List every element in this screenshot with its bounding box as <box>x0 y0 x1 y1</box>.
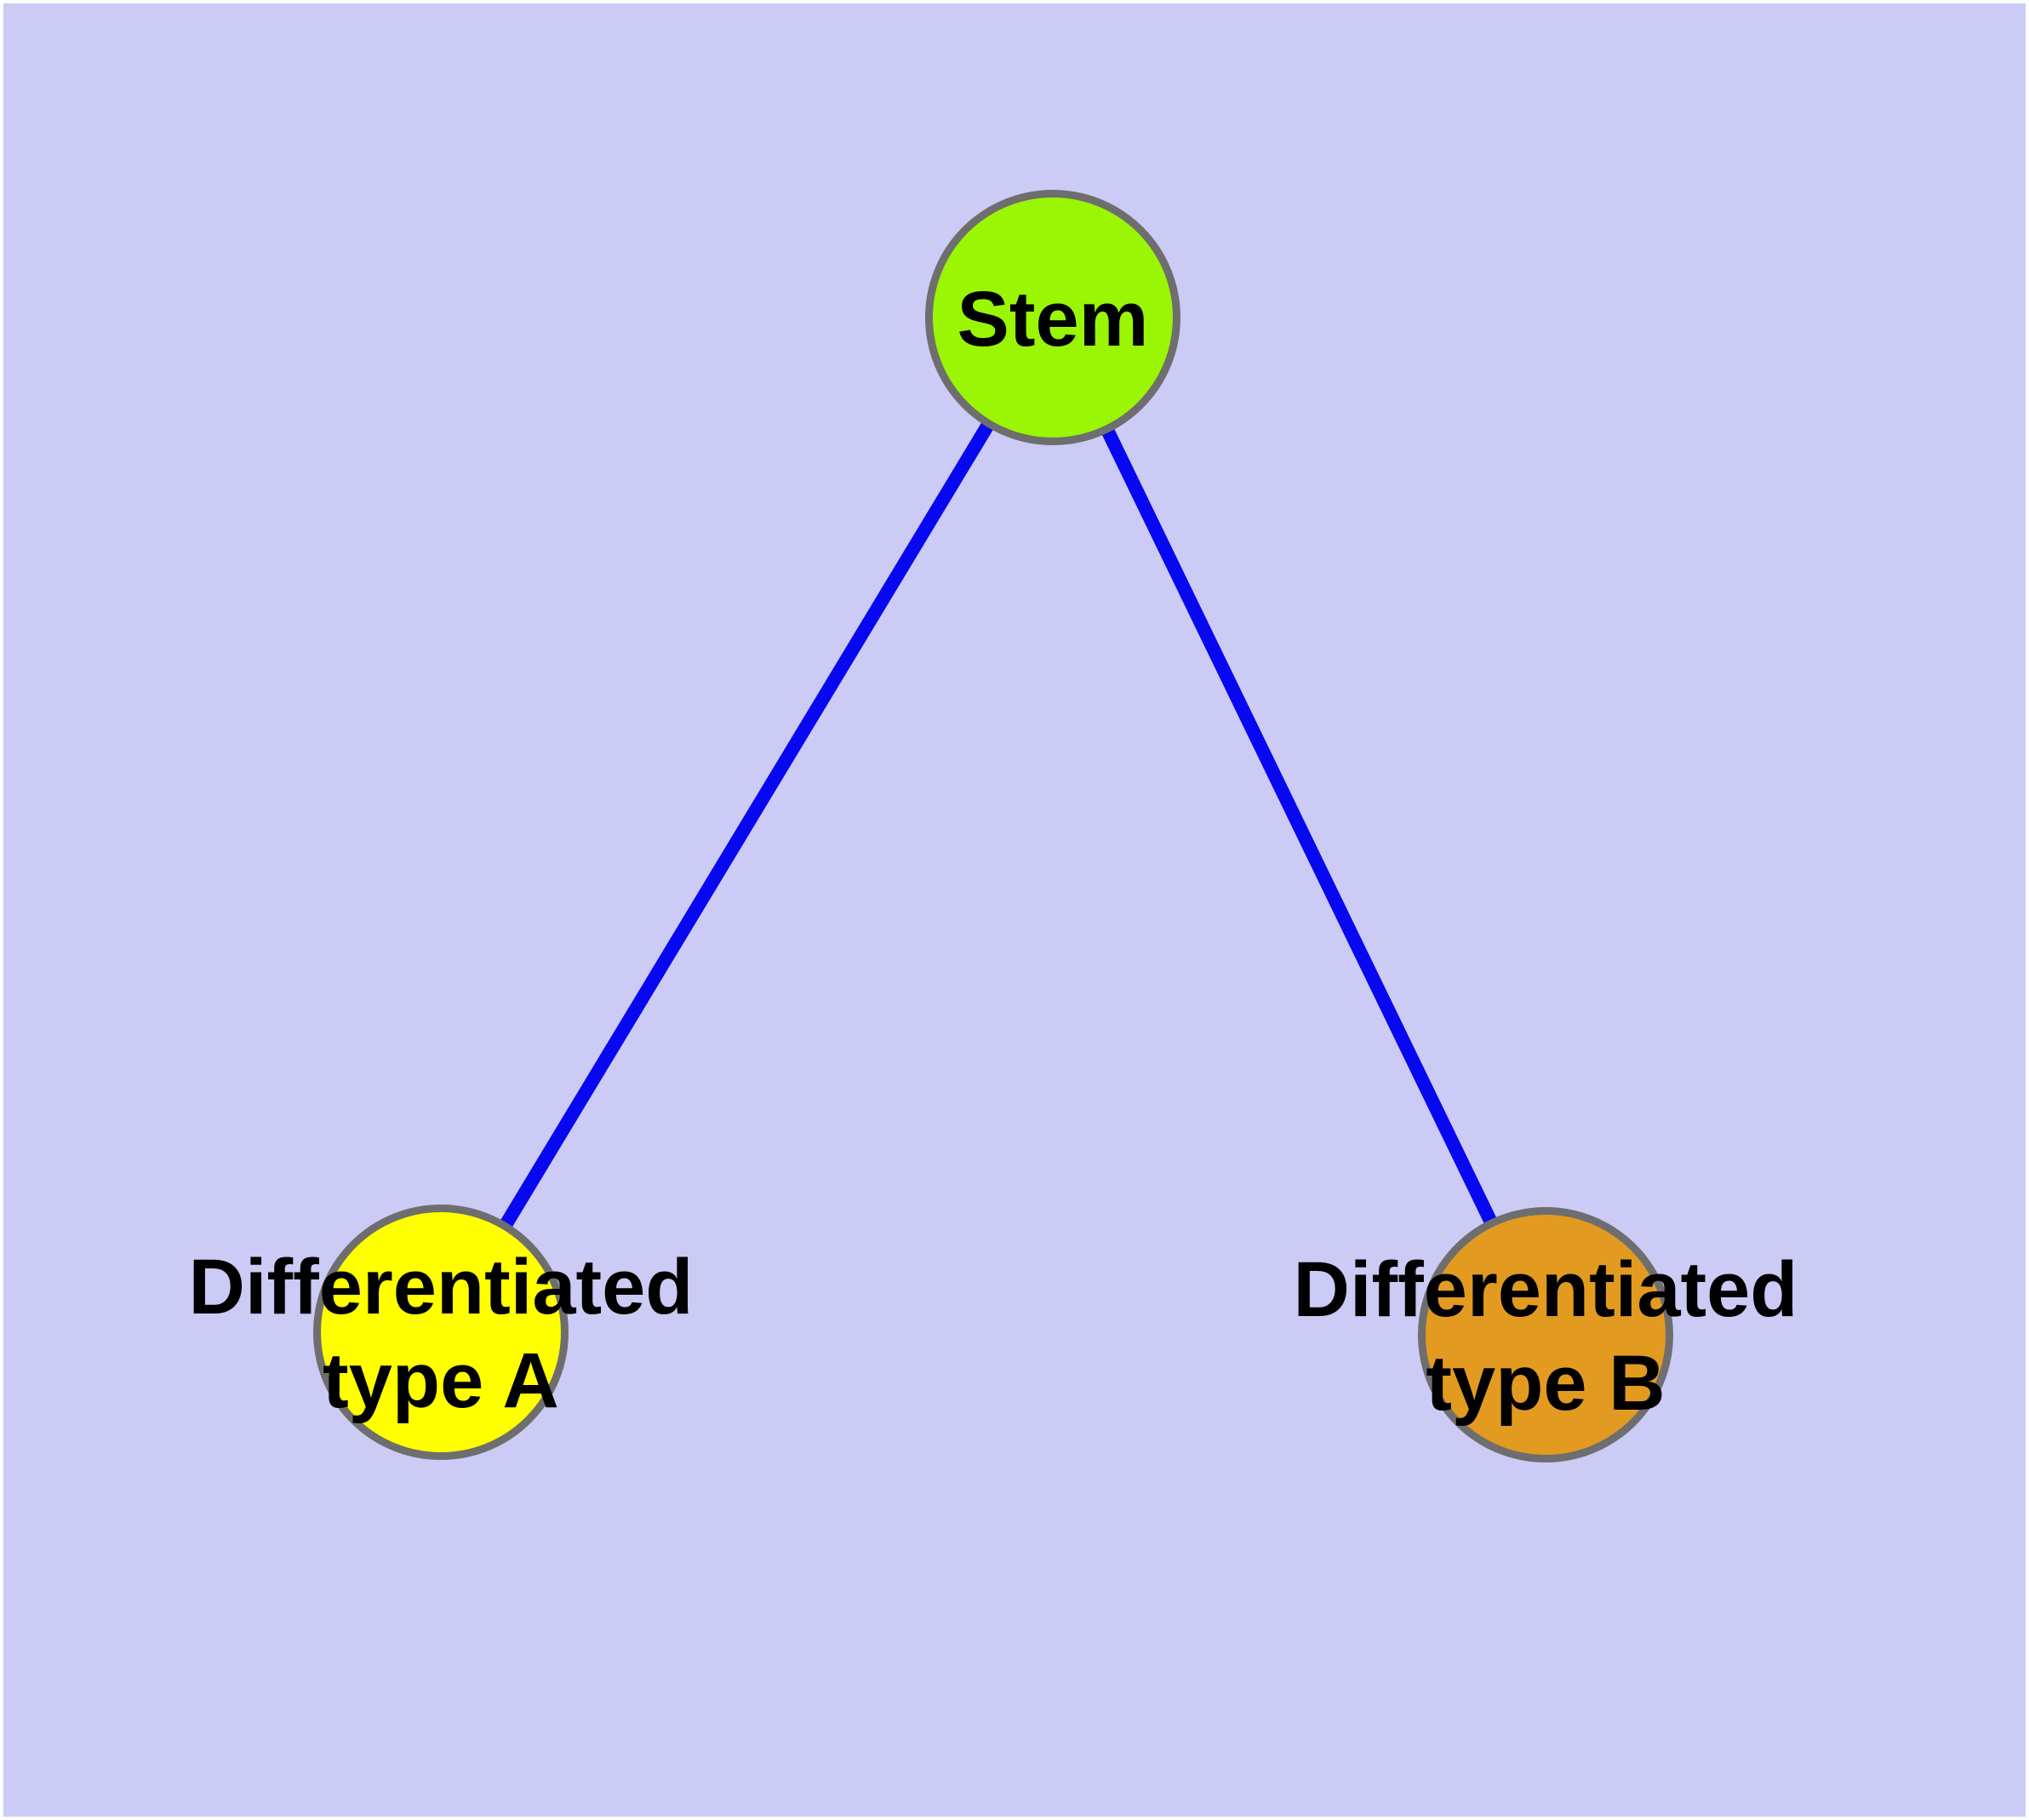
node-stem-circle <box>925 190 1180 445</box>
node-differentiated-type-b-label-line-1: Differentiated <box>1294 1246 1798 1333</box>
node-differentiated-type-a-label-line-1: Differentiated <box>189 1244 694 1331</box>
node-differentiated-type-a-label-line-2: type A <box>323 1337 559 1424</box>
node-stem-label-line-1: Stem <box>957 276 1149 363</box>
edges-layer <box>435 313 1552 1338</box>
edge-stem-to-differentiated-type-b <box>1046 314 1552 1338</box>
node-differentiated-type-b-label-line-2: type B <box>1426 1340 1665 1427</box>
node-stem-label: Stem <box>957 276 1149 363</box>
node-differentiated-type-a-circle <box>313 1205 569 1460</box>
node-differentiated-type-b-circle <box>1418 1207 1673 1462</box>
edge-stem-to-differentiated-type-a <box>435 313 1059 1336</box>
nodes-layer <box>313 190 1673 1462</box>
